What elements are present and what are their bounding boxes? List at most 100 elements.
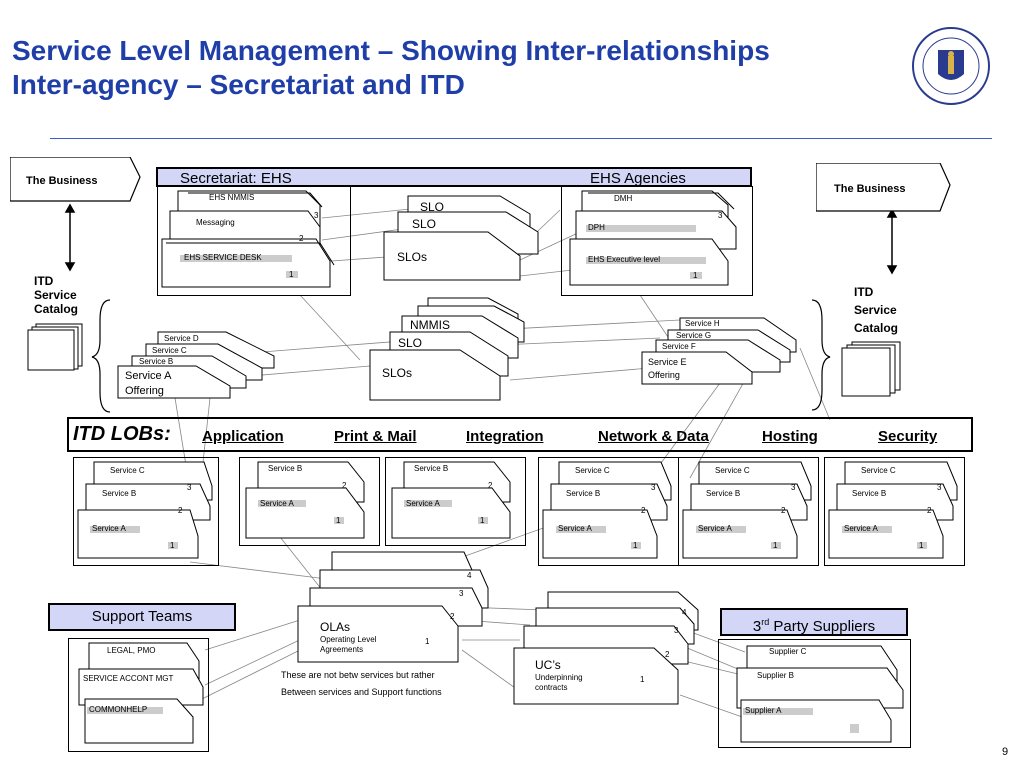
lob-application[interactable]: Application <box>202 428 284 445</box>
lob-print-mail[interactable]: Print & Mail <box>334 428 417 445</box>
service-e-label: Service E <box>648 357 687 367</box>
business-right-label: The Business <box>834 183 906 195</box>
rank-bar <box>690 272 702 279</box>
support-teams-panel: LEGAL, PMO SERVICE ACCONT MGT COMMONHELP <box>68 638 209 752</box>
service-a-bar <box>696 526 746 533</box>
catalog-line: Catalog <box>854 321 899 335</box>
slo-stack-top <box>383 195 539 281</box>
rank-number: 2 <box>665 650 670 659</box>
nmmis-label: NMMIS <box>410 318 450 332</box>
offering-e-label: Offering <box>648 370 680 380</box>
rank-number: 1 <box>425 637 430 646</box>
service-b-label: Service B <box>706 489 741 498</box>
lob-network-data[interactable]: Network & Data <box>598 428 709 445</box>
dph-label: DPH <box>588 223 605 232</box>
rank-number: 2 <box>488 481 493 490</box>
business-left-label: The Business <box>26 175 98 187</box>
ehs-agencies-label: EHS Agencies <box>590 170 686 187</box>
lob-stack-application: Service C 3 Service B 2 Service A 1 <box>73 457 219 566</box>
service-a-label: Service A <box>698 524 732 533</box>
catalog-stack-right-icon <box>841 341 901 397</box>
rank-number: 3 <box>791 483 796 492</box>
lob-stack-integration: Service B 2 Service A 1 <box>385 457 526 546</box>
lob-stack-network-data: Service C 3 Service B 2 Service A 1 <box>538 457 679 566</box>
catalog-stack-left-icon <box>27 323 83 371</box>
commonhelp-bar <box>87 707 163 714</box>
service-a-bar <box>90 526 140 533</box>
rank-number: 1 <box>289 270 294 279</box>
lob-integration[interactable]: Integration <box>466 428 544 445</box>
lob-security[interactable]: Security <box>878 428 938 445</box>
rank-number: 3 <box>459 589 464 598</box>
catalog-line: Service <box>34 288 77 302</box>
rank-bar <box>917 542 927 549</box>
olas-stack <box>297 551 489 663</box>
rank-number: 2 <box>781 506 786 515</box>
itd-catalog-right: ITD Service Catalog <box>854 283 898 337</box>
service-b-label: Service B <box>102 489 137 498</box>
service-offering-left-stack <box>117 331 275 399</box>
page-number: 9 <box>1002 746 1009 758</box>
service-a-label: Service A <box>260 499 294 508</box>
olas-sub2: Agreements <box>320 645 364 654</box>
service-g-label: Service G <box>676 331 712 340</box>
rank-bar <box>850 724 859 733</box>
third-party-header: 3rd Party Suppliers <box>720 608 908 636</box>
rank-number: 2 <box>178 506 183 515</box>
legal-pmo-label: LEGAL, PMO <box>107 646 156 655</box>
rank-number: 2 <box>342 481 347 490</box>
service-c-label: Service C <box>152 346 187 355</box>
catalog-line: ITD <box>854 285 874 299</box>
itd-lobs-bar: ITD LOBs: Application Print & Mail Integ… <box>67 417 973 452</box>
rank-bar <box>478 517 488 524</box>
third-party-prefix: 3 <box>752 618 762 635</box>
service-b-label: Service B <box>414 464 449 473</box>
support-teams-header: Support Teams <box>48 603 236 631</box>
rank-number: 1 <box>640 675 645 684</box>
ucs-sub1: Underpinning <box>535 673 583 682</box>
service-b-label: Service B <box>566 489 601 498</box>
third-party-sup: rd <box>761 617 770 627</box>
slo-label: SLO <box>420 200 445 214</box>
rank-number: 4 <box>467 571 472 580</box>
lob-stack-print-mail: Service B 2 Service A 1 <box>239 457 380 546</box>
rank-number: 3 <box>674 626 679 635</box>
olas-sub1: Operating Level <box>320 635 377 644</box>
lob-stack-security: Service C 3 Service B 2 Service A 1 <box>824 457 965 566</box>
service-c-label: Service C <box>715 466 750 475</box>
rank-number: 2 <box>927 506 932 515</box>
rank-number: 1 <box>633 541 638 550</box>
rank-number: 3 <box>718 211 723 220</box>
service-a-bar <box>842 526 892 533</box>
secretariat-label: Secretariat: EHS <box>180 170 292 187</box>
service-offering-right-stack <box>641 317 797 385</box>
service-c-label: Service C <box>575 466 610 475</box>
service-c-label: Service C <box>110 466 145 475</box>
lob-hosting[interactable]: Hosting <box>762 428 818 445</box>
service-b-label: Service B <box>139 357 174 366</box>
rank-bar <box>334 517 344 524</box>
page-title: Service Level Management – Showing Inter… <box>12 35 770 100</box>
rank-bar <box>631 542 641 549</box>
offering-label: Offering <box>125 385 164 397</box>
service-desk-bar <box>180 255 292 262</box>
slo-label: SLO <box>412 217 437 231</box>
rank-number: 1 <box>919 541 924 550</box>
supplier-b-label: Supplier B <box>757 671 794 680</box>
rank-bar <box>771 542 781 549</box>
service-a-bar <box>556 526 606 533</box>
service-a-label: Service A <box>844 524 878 533</box>
supplier-a-bar <box>743 708 813 715</box>
rank-number: 4 <box>682 608 687 617</box>
rank-bar <box>168 542 178 549</box>
slos-label: SLOs <box>397 250 428 264</box>
massachusetts-seal-logo <box>908 26 994 106</box>
third-party-rest: Party Suppliers <box>769 618 876 635</box>
secretariat-right-panel: DMH 3 DPH EHS Executive level 1 <box>561 186 753 296</box>
rank-number: 1 <box>336 516 341 525</box>
exec-label: EHS Executive level <box>588 255 661 264</box>
catalog-line: ITD <box>34 274 54 288</box>
itd-catalog-left: ITD Service Catalog <box>34 274 78 316</box>
rank-number: 1 <box>170 541 175 550</box>
slos-label: SLOs <box>382 366 413 380</box>
